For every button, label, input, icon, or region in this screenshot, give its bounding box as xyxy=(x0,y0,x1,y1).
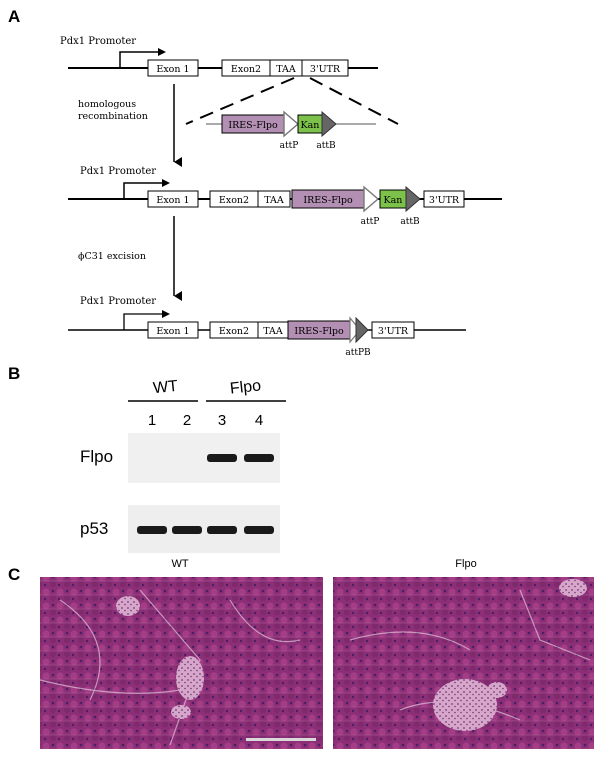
attp-label: attP xyxy=(280,141,299,151)
islet-flpo-2 xyxy=(487,682,507,698)
gel-header: WT Flpo 1 2 3 4 xyxy=(128,377,286,429)
attpb-label: attPB xyxy=(345,348,371,358)
kan-label-2: Kan xyxy=(384,195,403,206)
attb-triangle xyxy=(321,110,337,138)
group-label-flpo: Flpo xyxy=(229,377,262,397)
promoter-arrowhead-3 xyxy=(162,310,170,318)
panel-label-b: B xyxy=(8,364,20,383)
islet-wt-3 xyxy=(171,705,191,719)
flpo-band-lane-3 xyxy=(207,454,237,462)
islet-wt-1 xyxy=(116,596,140,616)
p53-bands xyxy=(137,526,274,534)
gel-row-label-flpo: Flpo xyxy=(80,447,113,466)
promoter-arrow-2 xyxy=(123,182,166,199)
islet-flpo-1 xyxy=(433,679,497,731)
ires-flpo-label: IRES-Flpo xyxy=(228,120,278,131)
step1-label-line1: homologous xyxy=(78,99,136,110)
exon2-label-3: Exon2 xyxy=(219,326,249,337)
targeting-cassette: IRES-Flpo Kan attP attB xyxy=(185,77,399,151)
p53-band-lane-4 xyxy=(244,526,274,534)
histology-title-wt: WT xyxy=(171,558,188,570)
promoter-arrowhead-2 xyxy=(162,179,170,187)
histology-image-wt xyxy=(39,577,323,749)
step1-label-line2: recombination xyxy=(78,111,148,122)
exon1-box-3 xyxy=(147,321,199,339)
flpo-band-lane-4 xyxy=(244,454,274,462)
p53-band-lane-2 xyxy=(172,526,202,534)
taa-box-2 xyxy=(257,190,291,208)
histology-image-flpo xyxy=(333,577,594,749)
panel-label-a: A xyxy=(8,7,20,26)
kan-label: Kan xyxy=(301,120,320,131)
promoter-arrow xyxy=(119,51,162,68)
p53-band-lane-3 xyxy=(207,526,237,534)
attb-label: attB xyxy=(316,141,336,151)
taa-label-2: TAA xyxy=(264,195,284,206)
promoter-label-3: Pdx1 Promoter xyxy=(80,296,156,307)
lane-label-3: 3 xyxy=(218,412,226,429)
exon1-label: Exon 1 xyxy=(156,64,189,75)
ires-flpo-label-2: IRES-Flpo xyxy=(303,195,353,206)
attpb-triangle-filled xyxy=(355,316,369,344)
attb-triangle-2 xyxy=(405,185,421,213)
lane-label-2: 2 xyxy=(183,412,191,429)
p53-band-lane-1 xyxy=(137,526,167,534)
attp-triangle xyxy=(283,110,300,138)
attp-label-2: attP xyxy=(361,217,380,227)
attpb-triangle-open xyxy=(349,316,361,344)
exon2-label-2: Exon2 xyxy=(219,195,249,206)
utr-box xyxy=(301,59,349,77)
step2-label: ϕC31 excision xyxy=(78,251,146,262)
exon2-label: Exon2 xyxy=(231,64,261,75)
lane-label-1: 1 xyxy=(148,412,156,429)
utr-label-3: 3'UTR xyxy=(378,326,409,337)
promoter-arrow-3 xyxy=(123,313,166,330)
attb-label-2: attB xyxy=(400,217,420,227)
exon1-box xyxy=(147,59,199,77)
group-label-wt: WT xyxy=(152,378,179,398)
homology-dash-right xyxy=(309,77,399,125)
targeted-locus: Pdx1 Promoter Exon 1 Exon2 TAA IRES-Flpo… xyxy=(68,166,502,227)
utr-label-2: 3'UTR xyxy=(429,195,460,206)
islet-flpo-3 xyxy=(559,579,587,597)
utr-label: 3'UTR xyxy=(310,64,341,75)
homology-dash-left xyxy=(185,77,295,125)
tissue-wt-septa xyxy=(39,589,301,746)
taa-label-3: TAA xyxy=(263,326,283,337)
attp-triangle-2 xyxy=(363,185,380,213)
wt-locus: Pdx1 Promoter Exon 1 Exon2 TAA 3'UTR xyxy=(60,36,378,77)
promoter-arrowhead xyxy=(158,48,166,56)
islet-wt-2 xyxy=(176,656,204,700)
flpo-bands xyxy=(207,454,274,462)
gel-row-label-p53: p53 xyxy=(80,519,108,538)
panel-label-c: C xyxy=(8,565,20,584)
ires-flpo-label-3: IRES-Flpo xyxy=(294,326,344,337)
utr-box-3 xyxy=(371,321,415,339)
promoter-label-2: Pdx1 Promoter xyxy=(80,166,156,177)
excised-locus: Pdx1 Promoter Exon 1 Exon2 TAA IRES-Flpo… xyxy=(68,296,466,358)
lane-label-4: 4 xyxy=(255,412,263,429)
scale-bar xyxy=(246,738,316,741)
taa-label: TAA xyxy=(276,64,296,75)
histology-title-flpo: Flpo xyxy=(455,558,476,570)
exon1-box-2 xyxy=(147,190,199,208)
utr-box-2 xyxy=(423,190,465,208)
promoter-label: Pdx1 Promoter xyxy=(60,36,136,47)
exon1-label-2: Exon 1 xyxy=(156,195,189,206)
exon1-label-3: Exon 1 xyxy=(156,326,189,337)
